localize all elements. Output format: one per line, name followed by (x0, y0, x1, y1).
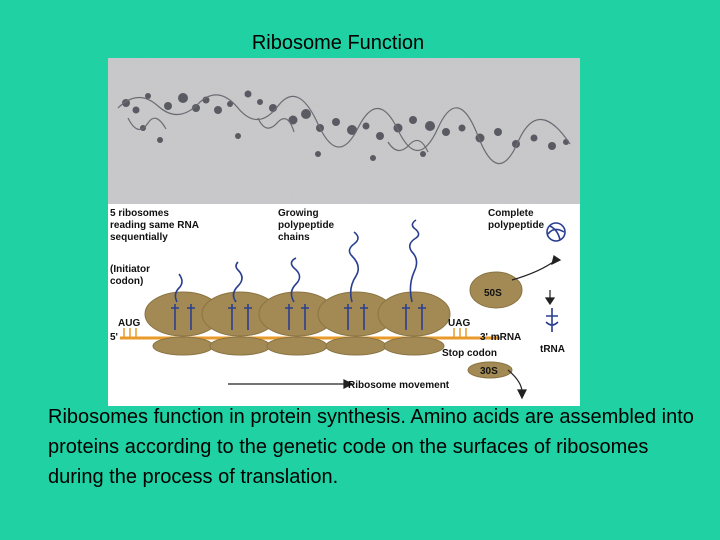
initiator-line1-label: (Initiator (110, 264, 150, 275)
complete-line2-label: polypeptide (488, 220, 545, 231)
subunit-50s-label: 50S (484, 288, 502, 299)
ribosomes-line2-label: reading same RNA (110, 220, 199, 231)
ribosomes-line1-label: 5 ribosomes (110, 208, 169, 219)
growing-line2-label: polypeptide (278, 220, 335, 231)
ribosomes-line3-label: sequentially (110, 232, 168, 243)
slide-title: Ribosome Function (251, 32, 425, 54)
trna-label: tRNA (540, 344, 565, 355)
uag-label: UAG (448, 318, 470, 329)
complete-line1-label: Complete (488, 208, 534, 219)
initiator-line2-label: codon) (110, 276, 143, 287)
ribosome-movement-label: Ribosome movement (348, 380, 450, 391)
growing-line1-label: Growing (278, 208, 319, 219)
subunit-30s-label: 30S (480, 366, 498, 377)
five-prime-label: 5' (110, 332, 118, 343)
slide-caption: Ribosomes function in protein synthesis.… (48, 406, 694, 488)
stop-codon-label: Stop codon (442, 348, 497, 359)
three-prime-mrna-label: 3' mRNA (480, 332, 521, 343)
growing-line3-label: chains (278, 232, 310, 243)
electron-micrograph (108, 58, 580, 204)
translation-diagram: 5 ribosomes reading same RNA sequentiall… (110, 208, 566, 400)
aug-label: AUG (118, 318, 140, 329)
ribosome-figure: 5 ribosomes reading same RNA sequentiall… (108, 58, 580, 406)
